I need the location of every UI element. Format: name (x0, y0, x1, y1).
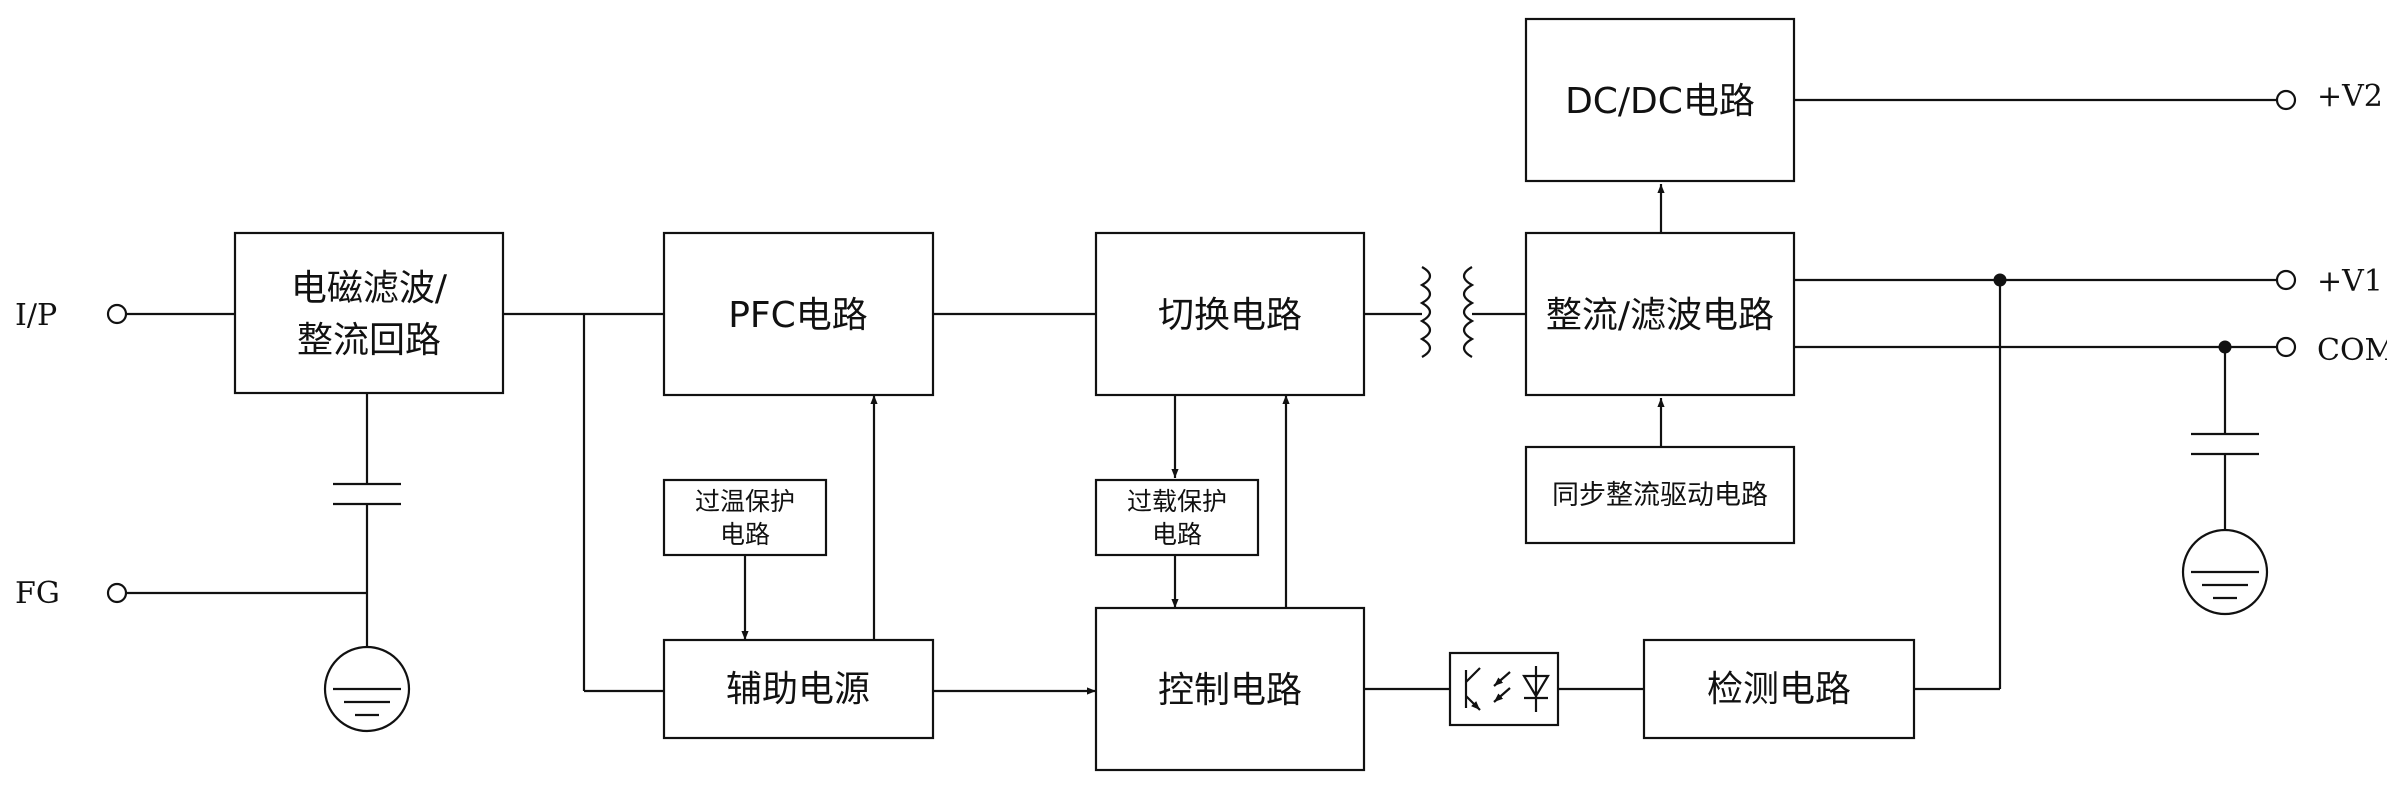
wires (126, 98, 2277, 695)
otp-label-line1: 过温保护 (695, 487, 795, 516)
optocoupler-icon (1448, 651, 1560, 727)
pfc-block: PFC电路 (662, 231, 935, 397)
otp-block: 过温保护 电路 (662, 478, 828, 557)
emi-filter-block: 电磁滤波/ 整流回路 (233, 231, 505, 395)
junction-dot-com (2218, 340, 2232, 354)
port-v2-label: +V2 (2317, 79, 2383, 114)
detect-block: 检测电路 (1642, 638, 1916, 740)
transformer-icon (1419, 266, 1475, 358)
emi-filter-label-line1: 电磁滤波/ (291, 268, 448, 309)
terminal-v1 (2275, 269, 2297, 291)
olp-label-line1: 过载保护 (1127, 487, 1227, 516)
olp-label-line2: 电路 (1152, 520, 1202, 549)
switch-label: 切换电路 (1158, 295, 1302, 336)
aux-power-label: 辅助电源 (726, 669, 870, 710)
switch-block: 切换电路 (1094, 231, 1366, 397)
rectifier-block: 整流/滤波电路 (1524, 231, 1796, 397)
control-label: 控制电路 (1158, 670, 1302, 711)
junction-dot-v1 (1993, 273, 2007, 287)
capacitor-com (2191, 432, 2259, 456)
emi-filter-label-line2: 整流回路 (297, 320, 441, 361)
dcdc-block: DC/DC电路 (1524, 17, 1796, 183)
sync-drive-label: 同步整流驱动电路 (1552, 480, 1768, 511)
port-fg-label: FG (15, 576, 60, 611)
terminal-ip (106, 303, 128, 325)
ground-icon (2181, 528, 2269, 616)
olp-block: 过载保护 电路 (1094, 478, 1260, 557)
port-v1-label: +V1 (2317, 264, 2383, 299)
aux-power-block: 辅助电源 (662, 638, 935, 740)
capacitor-fg (333, 482, 401, 506)
control-block: 控制电路 (1094, 606, 1366, 772)
terminal-fg (106, 582, 128, 604)
sync-drive-block: 同步整流驱动电路 (1524, 445, 1796, 545)
pfc-label: PFC电路 (728, 295, 868, 336)
rectifier-label: 整流/滤波电路 (1546, 295, 1774, 336)
ground-icon (323, 645, 411, 733)
otp-label-line2: 电路 (720, 520, 770, 549)
port-ip-label: I/P (15, 298, 57, 333)
detect-label: 检测电路 (1707, 669, 1851, 710)
dcdc-label: DC/DC电路 (1565, 81, 1755, 122)
terminal-v2 (2275, 89, 2297, 111)
port-com-label: COM (2317, 333, 2387, 368)
terminal-com (2275, 336, 2297, 358)
